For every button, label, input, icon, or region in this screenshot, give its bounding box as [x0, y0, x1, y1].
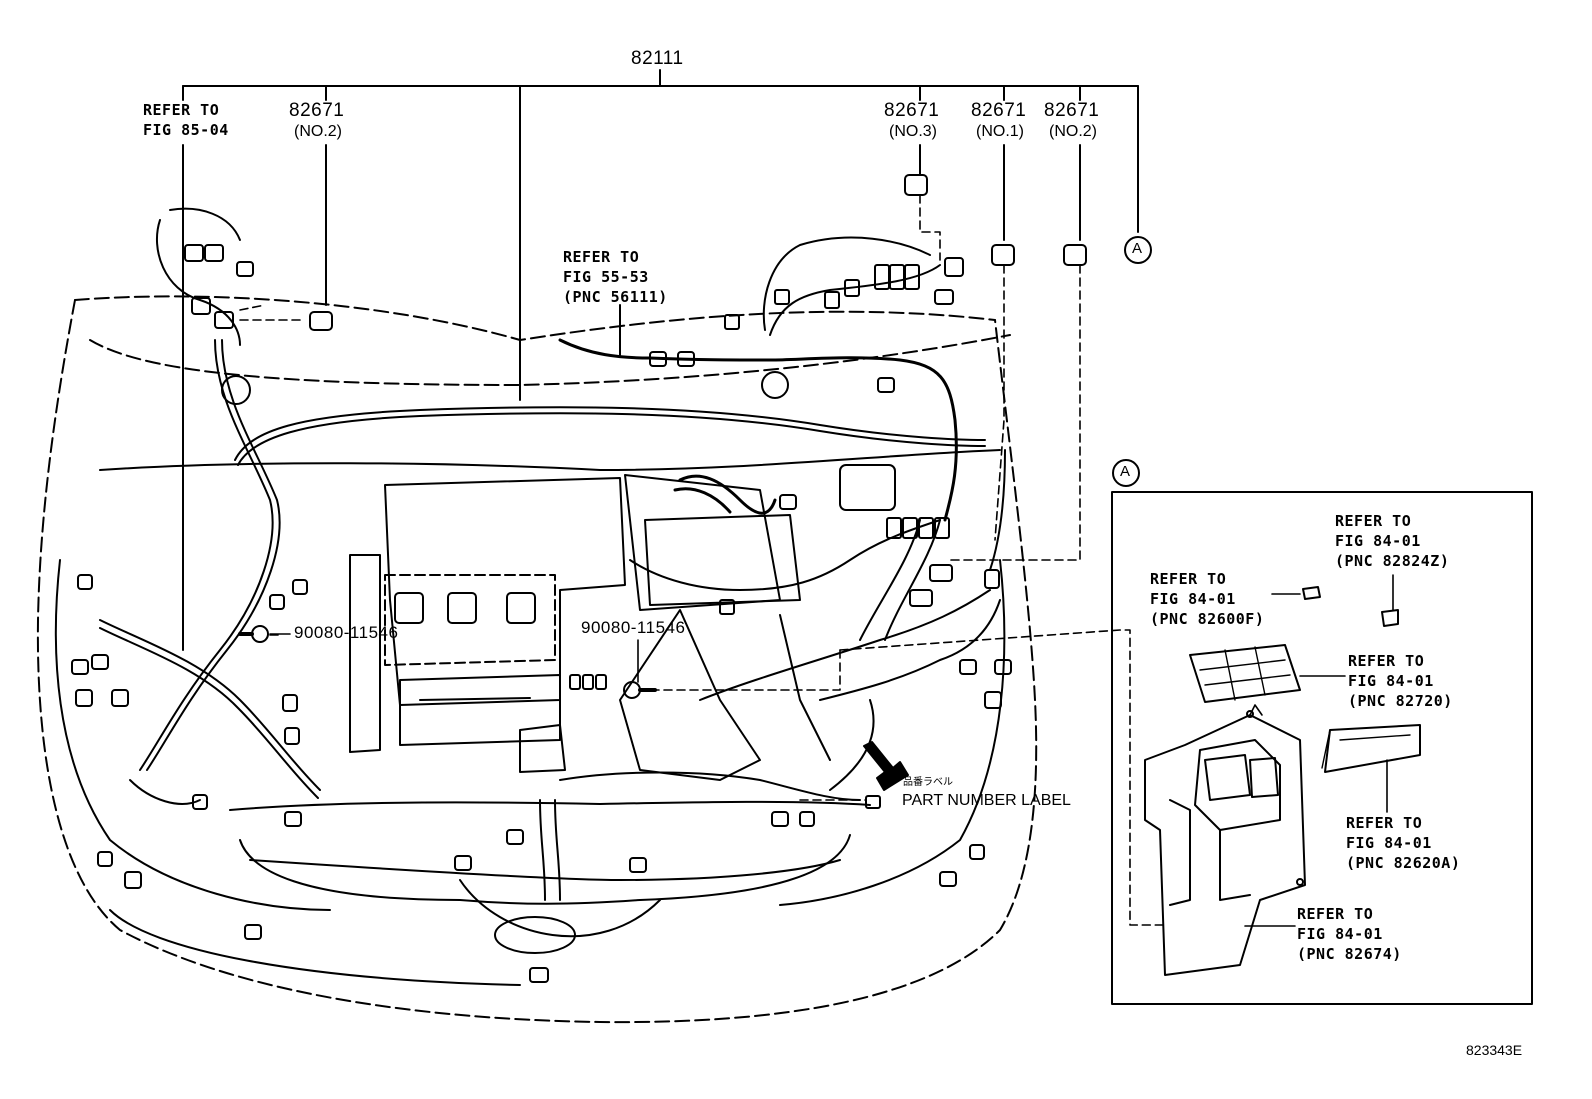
engine-block — [349, 464, 896, 781]
refer-82620a-line2: FIG 84-01 — [1346, 834, 1432, 852]
refer-82600f-line3: (PNC 82600F) — [1150, 610, 1265, 628]
part-90080-center-label: 90080-11546 — [581, 618, 686, 637]
detail-a-letter: A — [1120, 463, 1131, 480]
refer-82720-line3: (PNC 82720) — [1348, 692, 1453, 710]
callout-a-letter: A — [1132, 240, 1143, 257]
refer-82674-line2: FIG 84-01 — [1297, 925, 1383, 943]
refer-82824z-line3: (PNC 82824Z) — [1335, 552, 1450, 570]
car-body-outline — [36, 295, 1038, 1024]
refer-82824z-line2: FIG 84-01 — [1335, 532, 1421, 550]
part-number-label-text: PART NUMBER LABEL — [902, 792, 1071, 809]
refer-82674-line3: (PNC 82674) — [1297, 945, 1402, 963]
refer-fig85-line2: FIG 85-04 — [143, 121, 229, 139]
refer-82824z-line1: REFER TO — [1335, 512, 1412, 530]
part-82671-no1-sub: (NO.1) — [976, 123, 1024, 140]
dashed-leaders — [239, 194, 1166, 926]
refer-fig55-line1: REFER TO — [563, 248, 640, 266]
clamp-center — [623, 639, 657, 699]
part-82671-left-label: 82671 — [289, 100, 345, 121]
part-82671-no1-label: 82671 — [971, 100, 1027, 121]
refer-82720-line2: FIG 84-01 — [1348, 672, 1434, 690]
harness-leader-lines — [182, 69, 1139, 651]
refer-82620a-line3: (PNC 82620A) — [1346, 854, 1461, 872]
part-90080-left-label: 90080-11546 — [294, 623, 399, 642]
detail-a-components — [1144, 574, 1421, 976]
figure-reference-number: 823343E — [1466, 1042, 1523, 1058]
callout-a-circle — [1124, 236, 1152, 264]
part-82671-no3-sub: (NO.3) — [889, 123, 937, 140]
refer-fig55-line3: (PNC 56111) — [563, 288, 668, 306]
clamp-left — [238, 625, 291, 643]
part-82671-left-sub: (NO.2) — [294, 123, 342, 140]
part-number-label-jp: 品番ラベル — [903, 777, 953, 788]
part-82671-no2-right-sub: (NO.2) — [1049, 123, 1097, 140]
part-82671-no3-label: 82671 — [884, 100, 940, 121]
refer-fig85-line1: REFER TO — [143, 101, 220, 119]
detail-a-panel — [1111, 459, 1533, 1005]
refer-82720-line1: REFER TO — [1348, 652, 1425, 670]
part-number-arrow — [863, 741, 909, 791]
connectors — [71, 174, 1087, 983]
refer-82620a-line1: REFER TO — [1346, 814, 1423, 832]
refer-fig55-line2: FIG 55-53 — [563, 268, 649, 286]
refer-82600f-line2: FIG 84-01 — [1150, 590, 1236, 608]
refer-82600f-line1: REFER TO — [1150, 570, 1227, 588]
part-82671-no2-right-label: 82671 — [1044, 100, 1100, 121]
refer-82674-line1: REFER TO — [1297, 905, 1374, 923]
part-82111-label: 82111 — [631, 48, 684, 69]
